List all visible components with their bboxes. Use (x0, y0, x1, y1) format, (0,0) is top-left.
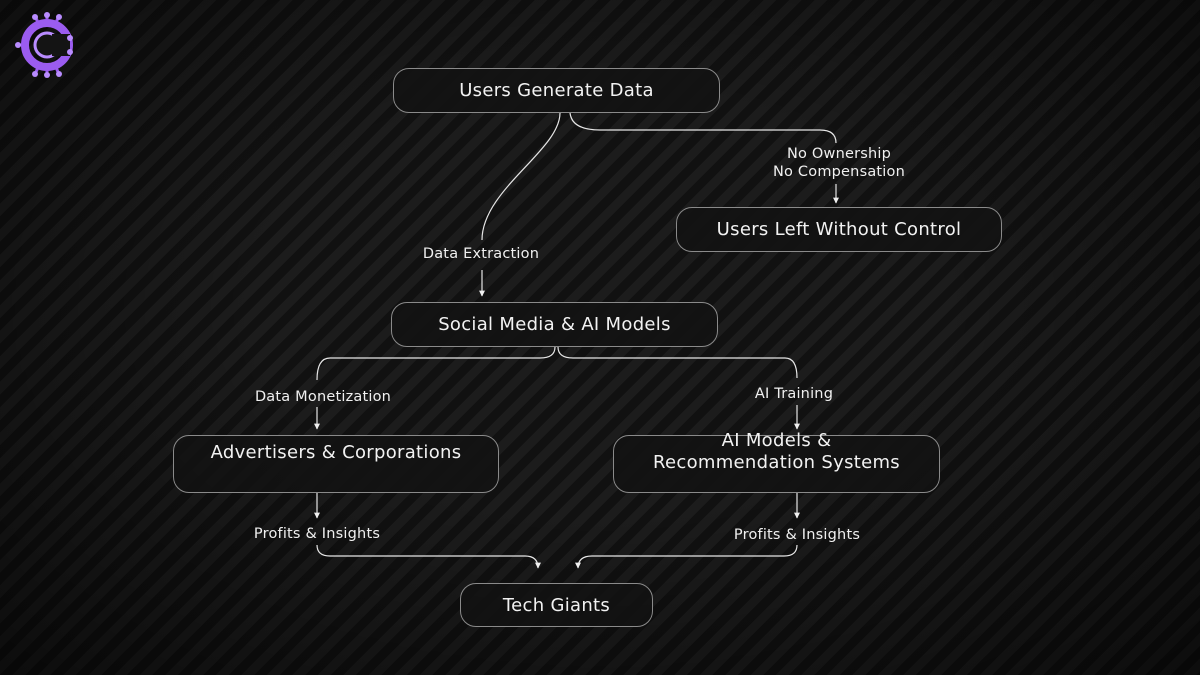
edge-label-data-extraction: Data Extraction (422, 246, 540, 262)
edge-label-data-monetization: Data Monetization (254, 389, 392, 405)
node-label: Users Left Without Control (716, 219, 962, 240)
edge-label-no-ownership: No Ownership (786, 146, 892, 162)
node-tech-giants: Tech Giants (460, 583, 653, 627)
node-social-media-ai-models: Social Media & AI Models (391, 302, 718, 347)
connector-no-ownership (569, 112, 837, 144)
connector-ai-training (557, 346, 798, 379)
node-label: AI Models & Recommendation Systems (653, 430, 900, 473)
connector-profits-left-to-tech (316, 544, 541, 569)
connector-profits-right-to-tech (575, 544, 798, 569)
edge-label-profits-insights-left: Profits & Insights (253, 526, 381, 542)
edge-label-profits-insights-right: Profits & Insights (733, 527, 861, 543)
node-users-left-without-control: Users Left Without Control (676, 207, 1002, 252)
node-label: Social Media & AI Models (438, 314, 671, 335)
circuit-c-logo-icon (15, 12, 73, 78)
connector-data-monetization (316, 346, 556, 381)
node-ai-models-recommendation: AI Models & Recommendation Systems (613, 430, 940, 493)
edge-label-ai-training: AI Training (754, 386, 834, 402)
connector-data-extraction (481, 112, 561, 241)
edge-label-no-compensation: No Compensation (773, 164, 905, 180)
node-label: Advertisers & Corporations (210, 442, 462, 463)
node-label: Tech Giants (502, 594, 611, 616)
node-label: Users Generate Data (459, 80, 654, 101)
edge-label-ownership-compensation: No Ownership No Compensation (739, 145, 939, 181)
node-advertisers-corporations: Advertisers & Corporations (173, 435, 499, 493)
node-users-generate-data: Users Generate Data (393, 68, 720, 113)
